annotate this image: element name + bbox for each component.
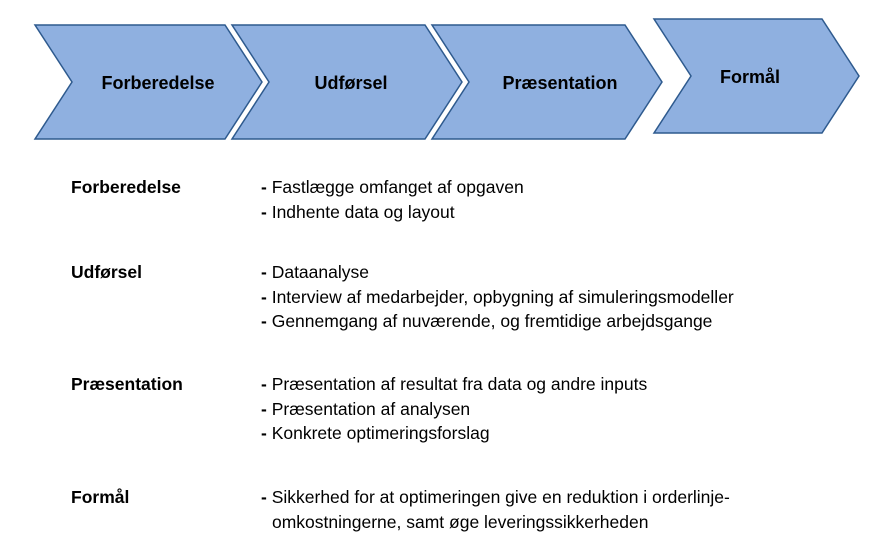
detail-title-formal: Formål: [71, 487, 130, 507]
detail-item-text: Konkrete optimeringsforslag: [271, 423, 490, 443]
chevron-label-formal: Formål: [720, 67, 780, 87]
chevron-label-forberedelse: Forberedelse: [101, 73, 214, 93]
detail-item: - Indhente data og layout: [261, 200, 524, 225]
detail-item: - Præsentation af resultat fra data og a…: [261, 372, 647, 397]
chevron-label-udforsel: Udførsel: [314, 73, 387, 93]
detail-item-text: Præsentation af analysen: [271, 398, 471, 419]
detail-list-forberedelse: - Fastlægge omfanget af opgaven - Indhen…: [261, 175, 524, 224]
bullet-dash: -: [261, 374, 267, 394]
detail-list-udforsel: - Dataanalyse - Interview af medarbejder…: [261, 260, 734, 334]
detail-item: - Interview af medarbejder, opbygning af…: [261, 285, 734, 310]
detail-item-text: Dataanalyse: [271, 262, 369, 282]
bullet-dash: -: [261, 398, 267, 419]
detail-title-forberedelse: Forberedelse: [71, 177, 181, 197]
bullet-dash: -: [261, 423, 267, 443]
detail-item-text: Indhente data og layout: [271, 201, 455, 222]
chevron-shape-forberedelse: [33, 24, 263, 140]
detail-item-text: Gennemgang af nuværende, og fremtidige a…: [271, 311, 713, 331]
bullet-dash: -: [261, 177, 267, 197]
detail-list-formal: - Sikkerhed for at optimeringen give en …: [261, 485, 832, 534]
detail-item: - Fastlægge omfanget af opgaven: [261, 175, 524, 200]
bullet-dash: -: [261, 286, 267, 307]
detail-title-praesentation: Præsentation: [71, 374, 183, 394]
detail-item: - Sikkerhed for at optimeringen give en …: [261, 485, 832, 534]
detail-list-praesentation: - Præsentation af resultat fra data og a…: [261, 372, 647, 446]
bullet-dash: -: [261, 201, 267, 222]
detail-item: - Konkrete optimeringsforslag: [261, 421, 647, 446]
detail-item: - Gennemgang af nuværende, og fremtidige…: [261, 309, 734, 334]
detail-item-text: Interview af medarbejder, opbygning af s…: [271, 286, 734, 307]
detail-item-text: Præsentation af resultat fra data og and…: [271, 374, 648, 394]
bullet-dash: -: [261, 311, 267, 331]
chevron-shape-praesentation: [430, 24, 663, 140]
bullet-dash: -: [261, 487, 267, 507]
chevron-shape-formal: [652, 18, 860, 134]
chevron-shape-udforsel: [230, 24, 463, 140]
detail-item: - Dataanalyse: [261, 260, 734, 285]
detail-title-udforsel: Udførsel: [71, 262, 142, 282]
detail-item-text: Sikkerhed for at optimeringen give en re…: [271, 487, 730, 532]
chevron-label-praesentation: Præsentation: [502, 73, 617, 93]
process-chevron-diagram: Forberedelse Udførsel Præsentation Formå…: [33, 18, 860, 140]
detail-item-text: Fastlægge omfanget af opgaven: [271, 177, 524, 197]
bullet-dash: -: [261, 262, 267, 282]
detail-item: - Præsentation af analysen: [261, 397, 647, 422]
